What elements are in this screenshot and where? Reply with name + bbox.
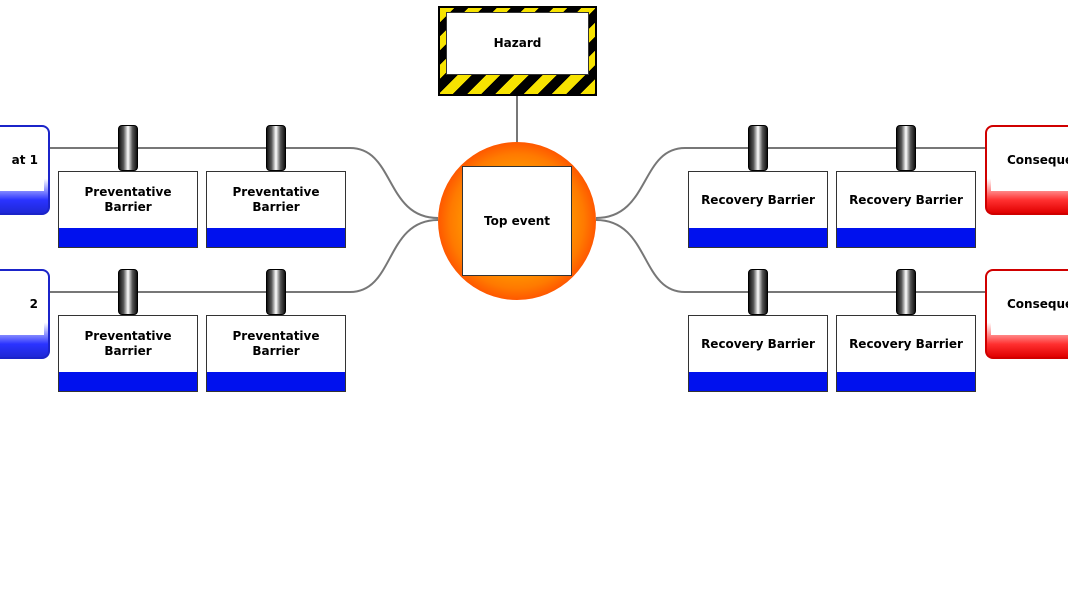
hazard-box[interactable]: Hazard	[438, 6, 597, 96]
threat-box-1[interactable]: at 1	[0, 125, 50, 215]
barrier-status-bar	[207, 228, 345, 247]
barrier-label: Recovery Barrier	[701, 336, 815, 351]
top-event-box[interactable]: Top event	[462, 166, 572, 276]
barrier-label: Preventative Barrier	[232, 185, 320, 214]
barrier-clip	[266, 125, 286, 171]
barrier-status-bar	[59, 372, 197, 391]
barrier-clip	[748, 269, 768, 315]
consequence-label: Conseque	[1007, 152, 1068, 167]
consequence-1-connector	[595, 147, 985, 219]
barrier-label: Recovery Barrier	[849, 192, 963, 207]
barrier-label: Recovery Barrier	[701, 192, 815, 207]
top-event-label: Top event	[484, 213, 550, 228]
barrier-label: Preventative Barrier	[84, 185, 172, 214]
recovery-barrier[interactable]: Recovery Barrier	[836, 171, 976, 248]
recovery-barrier[interactable]: Recovery Barrier	[688, 315, 828, 392]
preventative-barrier[interactable]: Preventative Barrier	[206, 171, 346, 248]
barrier-label: Preventative Barrier	[84, 329, 172, 358]
barrier-clip	[748, 125, 768, 171]
threat-2-connector	[50, 219, 439, 293]
recovery-barrier[interactable]: Recovery Barrier	[836, 315, 976, 392]
consequence-2-connector	[595, 219, 985, 293]
barrier-clip	[118, 269, 138, 315]
barrier-status-bar	[837, 372, 975, 391]
preventative-barrier[interactable]: Preventative Barrier	[206, 315, 346, 392]
threat-1-connector	[50, 147, 439, 219]
barrier-label: Preventative Barrier	[232, 329, 320, 358]
preventative-barrier[interactable]: Preventative Barrier	[58, 171, 198, 248]
barrier-status-bar	[59, 228, 197, 247]
barrier-clip	[118, 125, 138, 171]
barrier-status-bar	[689, 228, 827, 247]
hazard-label-area: Hazard	[446, 12, 589, 75]
barrier-status-bar	[207, 372, 345, 391]
threat-box-2[interactable]: 2	[0, 269, 50, 359]
barrier-status-bar	[689, 372, 827, 391]
hazard-label: Hazard	[493, 36, 542, 50]
threat-label: 2	[29, 296, 38, 311]
consequence-label: Conseque	[1007, 296, 1068, 311]
barrier-clip	[266, 269, 286, 315]
consequence-box-1[interactable]: Conseque	[985, 125, 1068, 215]
recovery-barrier[interactable]: Recovery Barrier	[688, 171, 828, 248]
barrier-label: Recovery Barrier	[849, 336, 963, 351]
barrier-status-bar	[837, 228, 975, 247]
consequence-box-2[interactable]: Conseque	[985, 269, 1068, 359]
barrier-clip	[896, 125, 916, 171]
threat-label: at 1	[11, 152, 38, 167]
barrier-clip	[896, 269, 916, 315]
preventative-barrier[interactable]: Preventative Barrier	[58, 315, 198, 392]
